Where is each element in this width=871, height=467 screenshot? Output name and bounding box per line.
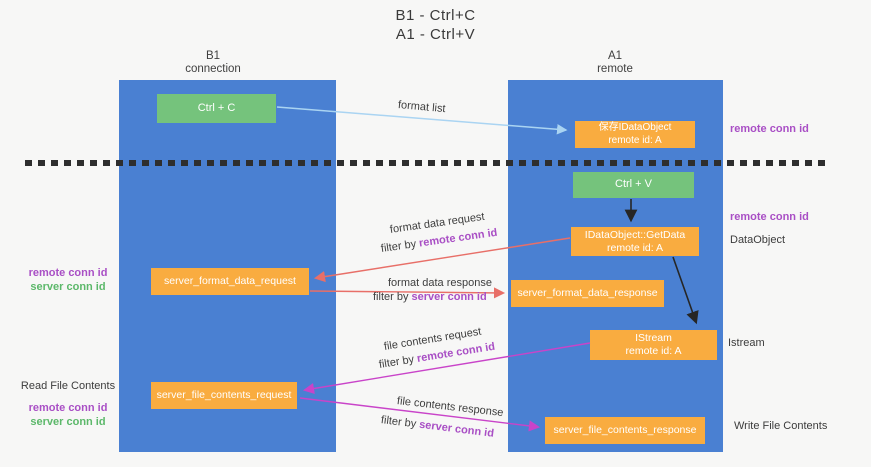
ctrl-v-box: Ctrl + V (573, 172, 694, 198)
getdata-line1: IDataObject::GetData (584, 228, 686, 241)
read-file-contents-annotation: Read File Contents (20, 380, 116, 392)
dataobject-annotation: DataObject (730, 234, 786, 246)
lane-a1-name: A1 (607, 50, 623, 62)
ctrl-v-label: Ctrl + V (615, 178, 652, 191)
remote-conn-id-annotation-bottom-left: remote conn id (28, 402, 108, 414)
istream-annotation: Istream (728, 337, 765, 349)
server-format-data-request-box: server_format_data_request (151, 268, 309, 295)
filter-by-text: filter by (380, 414, 420, 431)
lane-b1-name: B1 (205, 50, 221, 62)
server-format-data-response-box: server_format_data_response (511, 280, 664, 307)
lane-a1-role: remote (597, 63, 633, 75)
save-dataobject-line1: 保存IDataObject (598, 122, 672, 134)
save-dataobject-line2: remote id: A (608, 134, 662, 146)
server-format-data-response-label: server_format_data_response (517, 287, 658, 300)
server-file-contents-request-label: server_file_contents_request (156, 389, 292, 402)
ctrl-c-box: Ctrl + C (157, 94, 276, 123)
filter-by-text: filter by (373, 291, 412, 303)
server-conn-id-annotation-mid-left: server conn id (30, 281, 106, 293)
getdata-line2: remote id: A (606, 241, 664, 254)
remote-conn-id-annotation-mid-left: remote conn id (28, 267, 108, 279)
idataobject-getdata-box: IDataObject::GetData remote id: A (571, 227, 699, 256)
write-file-contents-annotation: Write File Contents (734, 420, 828, 432)
format-data-response-label: format data response (388, 277, 492, 289)
remote-conn-id-annotation-mid-right: remote conn id (730, 211, 809, 223)
server-file-contents-request-box: server_file_contents_request (151, 382, 297, 409)
diagram-title-line2: A1 - Ctrl+V (395, 26, 476, 43)
file-contents-response-label: file contents response (396, 395, 505, 420)
istream-line1: IStream (635, 332, 672, 345)
remote-conn-id-annotation-top-right: remote conn id (730, 123, 809, 135)
server-file-contents-response-label: server_file_contents_response (553, 424, 697, 437)
filter-by-server-conn-id-label-1: filter by server conn id (373, 291, 487, 303)
server-format-data-request-label: server_format_data_request (164, 275, 296, 288)
ctrl-c-label: Ctrl + C (197, 101, 236, 114)
server-conn-id-highlight: server conn id (411, 291, 487, 303)
server-conn-id-highlight: server conn id (418, 418, 495, 440)
lane-b1-role: connection (185, 63, 241, 75)
lane-header-b1: B1 connection (158, 50, 268, 76)
lane-header-a1: A1 remote (560, 50, 670, 76)
istream-box: IStream remote id: A (590, 330, 717, 360)
format-list-label: format list (397, 99, 447, 116)
server-conn-id-annotation-bottom-left: server conn id (30, 416, 106, 428)
filter-by-text: filter by (378, 353, 418, 371)
diagram-title: B1 - Ctrl+C A1 - Ctrl+V (0, 6, 871, 44)
filter-by-server-conn-id-label-2: filter by server conn id (380, 414, 494, 440)
istream-line2: remote id: A (625, 345, 682, 357)
save-dataobject-box: 保存IDataObject remote id: A (575, 121, 695, 148)
filter-by-text: filter by (380, 237, 420, 255)
diagram-title-line1: B1 - Ctrl+C (395, 7, 476, 24)
trust-boundary-dashed-line (25, 160, 831, 166)
server-file-contents-response-box: server_file_contents_response (545, 417, 705, 444)
